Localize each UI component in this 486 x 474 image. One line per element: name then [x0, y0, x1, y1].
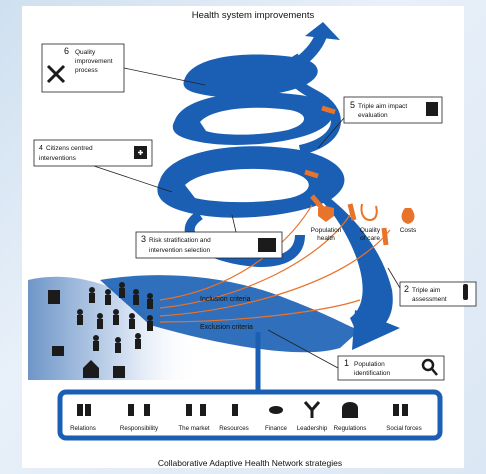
money-bag-icon [401, 208, 415, 224]
aim-label-1b: health [317, 235, 335, 242]
resources-icon [232, 404, 238, 416]
stethoscope-icon [360, 203, 378, 222]
aim-label-2b: of care [360, 235, 380, 242]
market-icon [186, 404, 192, 416]
step-2-line1: Triple aim [412, 287, 440, 294]
step-4-number: 4 [39, 145, 43, 152]
step-3-line1: Risk stratification and [149, 237, 211, 244]
aim-quality-of-care: Quality of care [360, 203, 381, 242]
strategy-regulations: Regulations [334, 402, 367, 432]
step-3-line2: intervention selection [149, 247, 210, 254]
strategy-relations: Relations [70, 404, 96, 432]
aim-label-3: Costs [400, 227, 417, 234]
strategy-label-6: Regulations [334, 425, 367, 432]
step-1: 1 Population identification [267, 329, 445, 381]
step-6-line3: process [75, 67, 99, 74]
step-1-number: 1 [344, 358, 349, 368]
aim-costs: Costs [400, 208, 417, 234]
aim-label-1: Population [311, 227, 342, 234]
facility-icons [48, 290, 125, 378]
step-1-line1: Population [354, 361, 385, 368]
step-3: 3 Risk stratification and intervention s… [135, 214, 283, 259]
inclusion-label: Inclusion criteria [200, 296, 251, 303]
population-area [28, 276, 200, 380]
aim-label-2: Quality [360, 227, 381, 234]
step-5-number: 5 [350, 100, 355, 110]
doctor-icon [52, 346, 64, 356]
finance-icon [269, 406, 283, 414]
strategies-bar [57, 389, 443, 441]
step-4-line2: interventions [39, 155, 77, 162]
heart-shield-icon [318, 206, 334, 222]
step-4-line1: Citizens centred [46, 145, 93, 152]
strategy-label-7: Social forces [386, 425, 421, 432]
strategy-label-0: Relations [70, 425, 96, 432]
social-forces-icon [393, 404, 399, 416]
step-1-line2: identification [354, 370, 391, 377]
step-5-line1: Triple aim impact [358, 103, 407, 110]
strategy-label-1: Responsibility [120, 425, 159, 432]
people-stack-icon [258, 238, 276, 252]
hospital-icon [48, 290, 60, 304]
medical-search-icon [426, 102, 438, 116]
step-2: 2 Triple aim assessment [387, 267, 477, 307]
step-2-line2: assessment [412, 296, 447, 303]
leadership-icon [303, 401, 321, 418]
step-4: 4 Citizens centred interventions [33, 139, 173, 193]
strategy-label-4: Finance [265, 425, 288, 432]
step-6-number: 6 [64, 46, 69, 56]
nurse-icon [113, 366, 125, 378]
responsibility-icon [128, 404, 134, 416]
step-6: 6 Quality improvement process [41, 43, 206, 93]
strategy-label-2: The market [178, 425, 210, 432]
spiral [100, 22, 400, 353]
strategy-responsibility: Responsibility [120, 404, 159, 432]
people-group [77, 282, 153, 353]
diagram-title: Health system improvements [192, 10, 315, 21]
regulations-icon [342, 402, 358, 418]
strategy-social-forces: Social forces [386, 404, 422, 432]
strategy-market: The market [178, 404, 210, 432]
strategy-label-3: Resources [219, 425, 249, 432]
step-6-line1: Quality [75, 49, 96, 56]
strategy-finance: Finance [265, 406, 288, 432]
strategies: Relations Responsibility The market Reso… [70, 401, 422, 432]
fan-lines [159, 204, 391, 323]
home-icon [83, 360, 99, 378]
magnifier-icon [421, 358, 435, 372]
strategy-label-5: Leadership [297, 425, 328, 432]
thermometer-icon [463, 284, 468, 300]
footer-title: Collaborative Adaptive Health Network st… [158, 458, 342, 468]
tools-icon [46, 64, 66, 84]
step-2-number: 2 [404, 284, 409, 294]
step-5-line2: evaluation [358, 112, 388, 119]
aim-population-health: Population health [311, 206, 342, 242]
step-3-number: 3 [141, 234, 146, 244]
step-5: 5 Triple aim impact evaluation [317, 96, 443, 149]
step-6-line2: improvement [75, 58, 113, 65]
relations-icon [77, 404, 83, 416]
exclusion-label: Exclusion criteria [200, 324, 253, 331]
strategy-resources: Resources [219, 404, 249, 432]
strategy-leadership: Leadership [297, 401, 328, 432]
